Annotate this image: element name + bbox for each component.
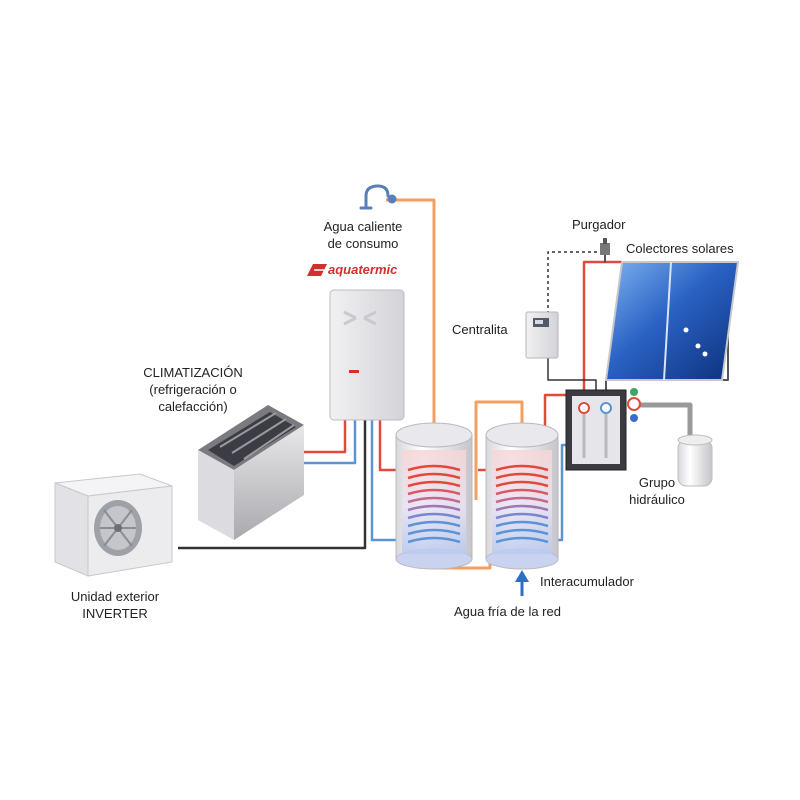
dhw-label: Agua caliente de consumo [308,218,418,252]
fan-coil-unit [198,405,304,540]
cold-water-arrow-icon [515,570,529,596]
climatization-label-line1: CLIMATIZACIÓN [143,365,243,380]
expansion-pipe [640,402,693,440]
dhw-label-line2: de consumo [327,236,399,251]
solar-collectors [604,261,740,381]
tank2-dhw-pipe [474,400,524,500]
hydraulic-group-label: Grupo hidráulico [612,474,702,508]
tap-icon [359,184,397,210]
hydraulic-group-label-line2: hidráulico [629,492,685,507]
hydraulic-group [565,388,641,471]
purger-icon [600,238,610,263]
collector-feed-pipe [582,260,622,390]
hydraulic-group-label-line1: Grupo [638,475,676,490]
dhw-label-line1: Agua caliente [323,219,403,234]
fancoil-hot-pipe [300,420,347,454]
controller-label: Centralita [452,322,508,337]
expansion-vessel [677,434,713,487]
dhw-pipe [386,198,436,425]
tank-2 [485,422,559,570]
purger-label: Purgador [572,217,626,232]
outdoor-unit [54,473,173,577]
tank-label: Interacumulador [540,574,634,589]
cold-water-label: Agua fría de la red [454,604,561,619]
heat-pump-unit [329,289,405,421]
outdoor-unit-label-line2: INVERTER [82,606,148,621]
climatization-label-line3: calefacción) [158,399,228,414]
power-cable [178,420,367,550]
collectors-label: Colectores solares [626,241,734,256]
controller-link [547,358,597,390]
tank-1-coil [407,464,461,544]
climatization-label-line2: (refrigeración o [149,382,237,397]
brand-name: aquatermic [328,262,398,277]
tank-2-coil [495,464,549,544]
outdoor-unit-label: Unidad exterior INVERTER [50,588,180,622]
tank-1 [395,422,473,570]
fancoil-cold-pipe [300,420,357,465]
outdoor-unit-label-line1: Unidad exterior [70,589,160,604]
brand-logo-icon [307,264,327,276]
climatization-label: CLIMATIZACIÓN (refrigeración o calefacci… [118,364,268,415]
controller-unit [525,311,559,359]
purger-signal-line [547,251,606,318]
